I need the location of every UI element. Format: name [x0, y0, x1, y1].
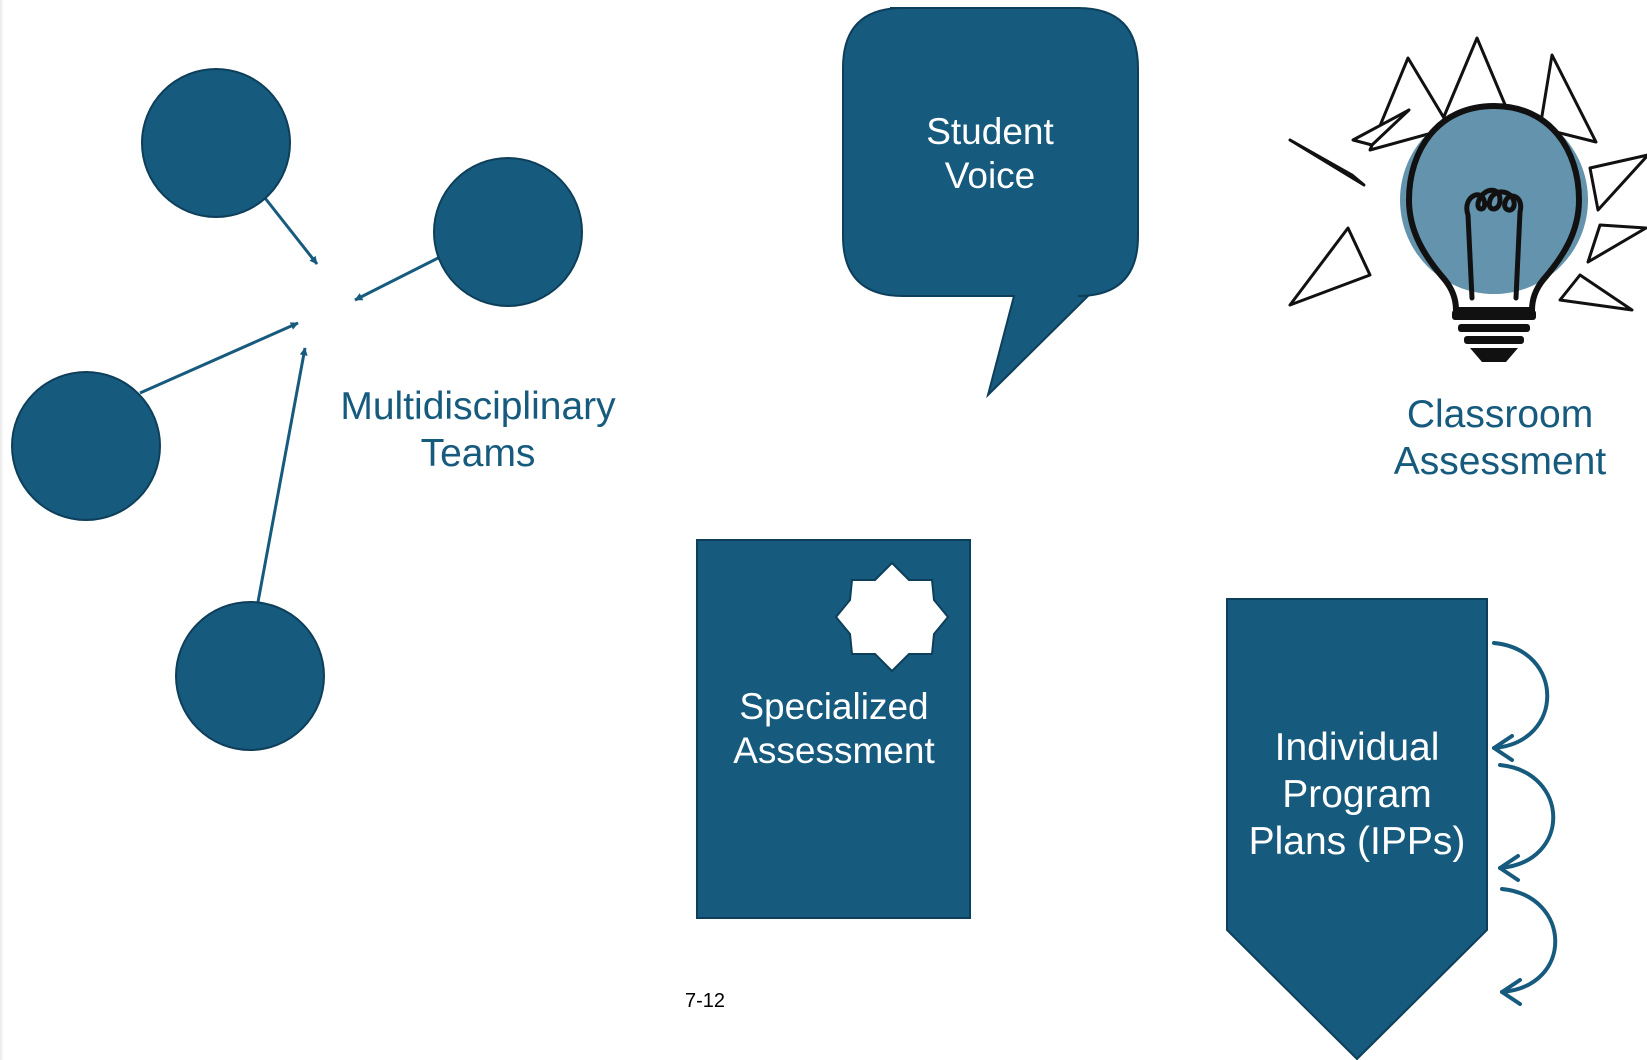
team-connector-arrow-4 [256, 347, 308, 603]
ipp-cycle-arrow-1 [1492, 641, 1550, 762]
student-voice-label: Student Voice [880, 110, 1100, 199]
specialized-assessment-label: Specialized Assessment [700, 685, 968, 774]
lightbulb-icon [1288, 36, 1647, 362]
classroom-assessment-label-line-2: Assessment [1393, 439, 1607, 483]
ipp-label-line-2: Program [1282, 772, 1432, 816]
lightbulb-base [1452, 310, 1536, 362]
page-number: 7-12 [684, 990, 726, 1012]
team-member-circle-1 [141, 68, 291, 218]
student-voice-label-line-1: Student [926, 111, 1054, 152]
ipp-cycle-arrows [1492, 641, 1558, 1006]
team-connector-arrow-3 [139, 321, 299, 395]
lightbulb-filament [1464, 187, 1524, 301]
multidisciplinary-teams-label-line-1: Multidisciplinary [340, 385, 616, 428]
multidisciplinary-teams-label: Multidisciplinary Teams [318, 384, 638, 478]
classroom-assessment-label: Classroom Assessment [1350, 392, 1647, 486]
ipp-cycle-arrow-3 [1500, 887, 1558, 1006]
ipp-label-line-1: Individual [1274, 726, 1440, 769]
ipp-label-line-3: Plans (IPPs) [1248, 819, 1466, 863]
team-connector-arrow-1 [263, 197, 319, 265]
lightbulb-rays [1288, 36, 1647, 312]
team-member-circle-3 [11, 371, 161, 521]
page-edge-shadow [0, 0, 4, 1060]
team-connector-arrows [139, 197, 445, 603]
team-member-circle-2 [433, 157, 583, 307]
ipp-pentagon-arrow [1226, 598, 1488, 1060]
classroom-assessment-label-line-1: Classroom [1406, 393, 1594, 436]
student-voice-speech-bubble [842, 7, 1139, 399]
ipp-cycle-arrow-2 [1498, 763, 1556, 882]
team-member-circles [11, 68, 583, 751]
specialized-assessment-label-line-1: Specialized [739, 686, 929, 727]
badge-seal-icon [834, 561, 950, 673]
student-voice-label-line-2: Voice [944, 155, 1036, 197]
specialized-assessment-label-line-2: Assessment [733, 730, 935, 772]
team-member-circle-4 [175, 601, 325, 751]
team-connector-arrow-2 [354, 253, 445, 302]
lightbulb-halo [1400, 106, 1588, 294]
ipp-label: Individual Program Plans (IPPs) [1227, 725, 1487, 865]
multidisciplinary-teams-label-line-2: Teams [420, 431, 536, 475]
